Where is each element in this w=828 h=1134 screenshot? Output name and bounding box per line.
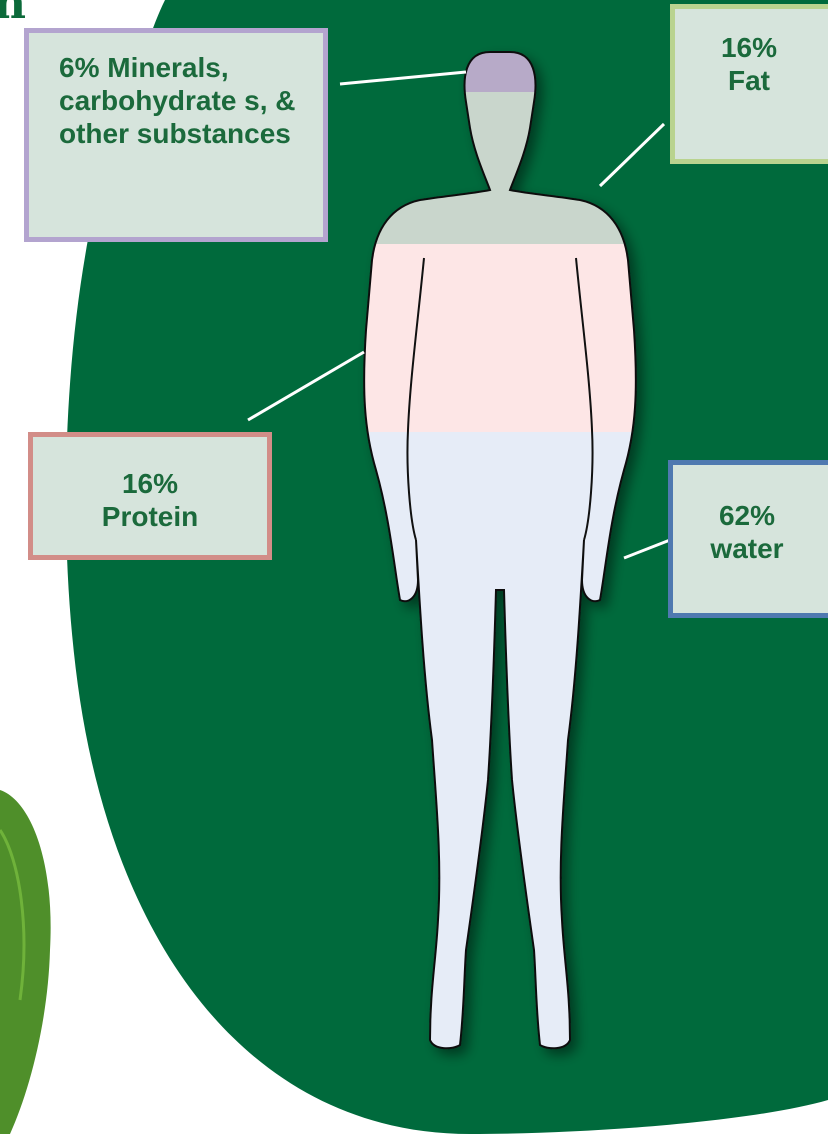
protein-band — [350, 244, 650, 432]
minerals-label-box: 6% Minerals, carbohydrate s, & other sub… — [24, 28, 328, 242]
fat-percent: 16% — [675, 31, 823, 64]
protein-name: Protein — [33, 500, 267, 533]
title-fragment: n — [0, 0, 26, 29]
minerals-label: 6% Minerals, carbohydrate s, & other sub… — [59, 52, 296, 149]
water-percent: 62% — [673, 499, 821, 532]
protein-percent: 16% — [33, 467, 267, 500]
protein-label-box: 16% Protein — [28, 432, 272, 560]
fat-name: Fat — [675, 64, 823, 97]
water-name: water — [673, 532, 821, 565]
fat-label-box: 16% Fat — [670, 4, 828, 164]
water-label-box: 62% water — [668, 460, 828, 618]
